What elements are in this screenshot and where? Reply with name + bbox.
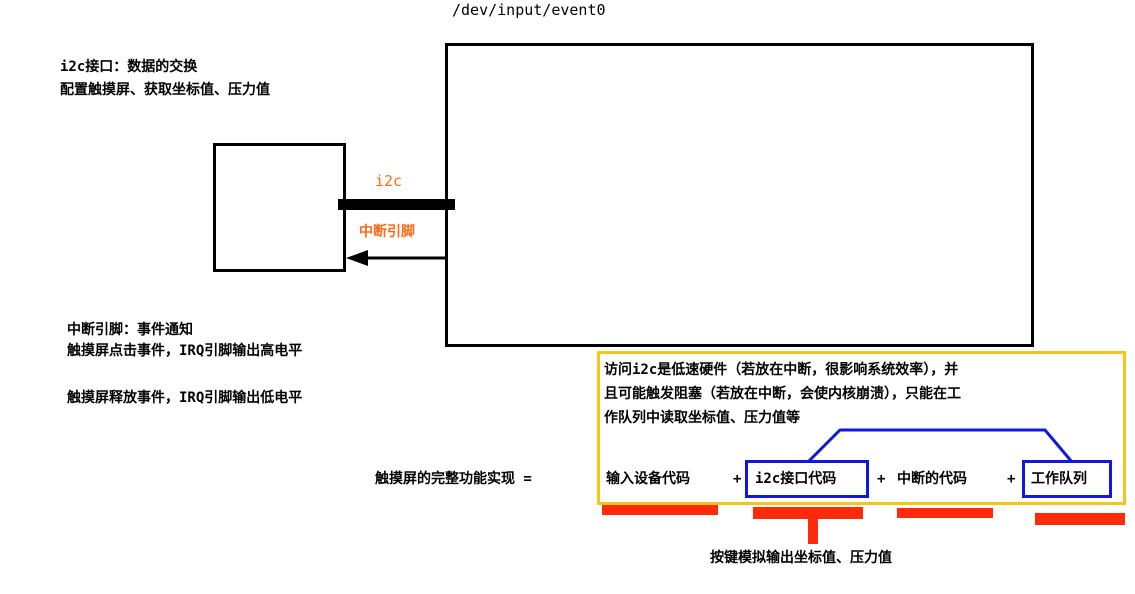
i2c-bus-bar [338, 199, 455, 210]
yellow-note-line-1: 访问i2c是低速硬件（若放在中断，很影响系统效率），并 [604, 362, 959, 378]
formula-term-irq-code: 中断的代码 [897, 471, 967, 487]
formula-plus-3: + [1007, 471, 1016, 487]
formula-term-work-queue: 工作队列 [1031, 471, 1087, 487]
underline-i2c-code [753, 507, 863, 519]
underline-input-device [602, 505, 718, 515]
formula-term-i2c-code: i2c接口代码 [755, 471, 837, 487]
irq-note-line-3: 触摸屏释放事件，IRQ引脚输出低电平 [67, 390, 303, 406]
i2c-note-line-1: i2c接口：数据的交换 [60, 59, 198, 75]
device-path-label: /dev/input/event0 [452, 1, 606, 19]
formula-lhs: 触摸屏的完整功能实现 = [375, 471, 532, 487]
i2c-note-line-2: 配置触摸屏、获取坐标值、压力值 [60, 82, 270, 98]
i2c-code-box [745, 460, 869, 498]
yellow-note-line-2: 且可能触发阻塞（若放在中断，会使内核崩溃），只能在工 [604, 386, 961, 402]
formula-plus-2: + [877, 471, 886, 487]
formula-plus-1: + [733, 471, 742, 487]
input-device-box [445, 43, 1034, 347]
i2c-label: i2c [375, 172, 403, 190]
yellow-note-box [597, 351, 1126, 505]
formula-term-input-device: 输入设备代码 [606, 471, 690, 487]
irq-note-line-2: 触摸屏点击事件，IRQ引脚输出高电平 [67, 343, 303, 359]
underline-irq-code [897, 508, 993, 518]
underline-work-queue [1035, 513, 1125, 525]
work-queue-box [1022, 460, 1112, 498]
yellow-note-line-3: 作队列中读取坐标值、压力值等 [604, 410, 800, 426]
bottom-note: 按键模拟输出坐标值、压力值 [710, 550, 892, 566]
irq-note-line-1: 中断引脚：事件通知 [67, 322, 193, 338]
irq-pin-label: 中断引脚 [359, 224, 415, 240]
